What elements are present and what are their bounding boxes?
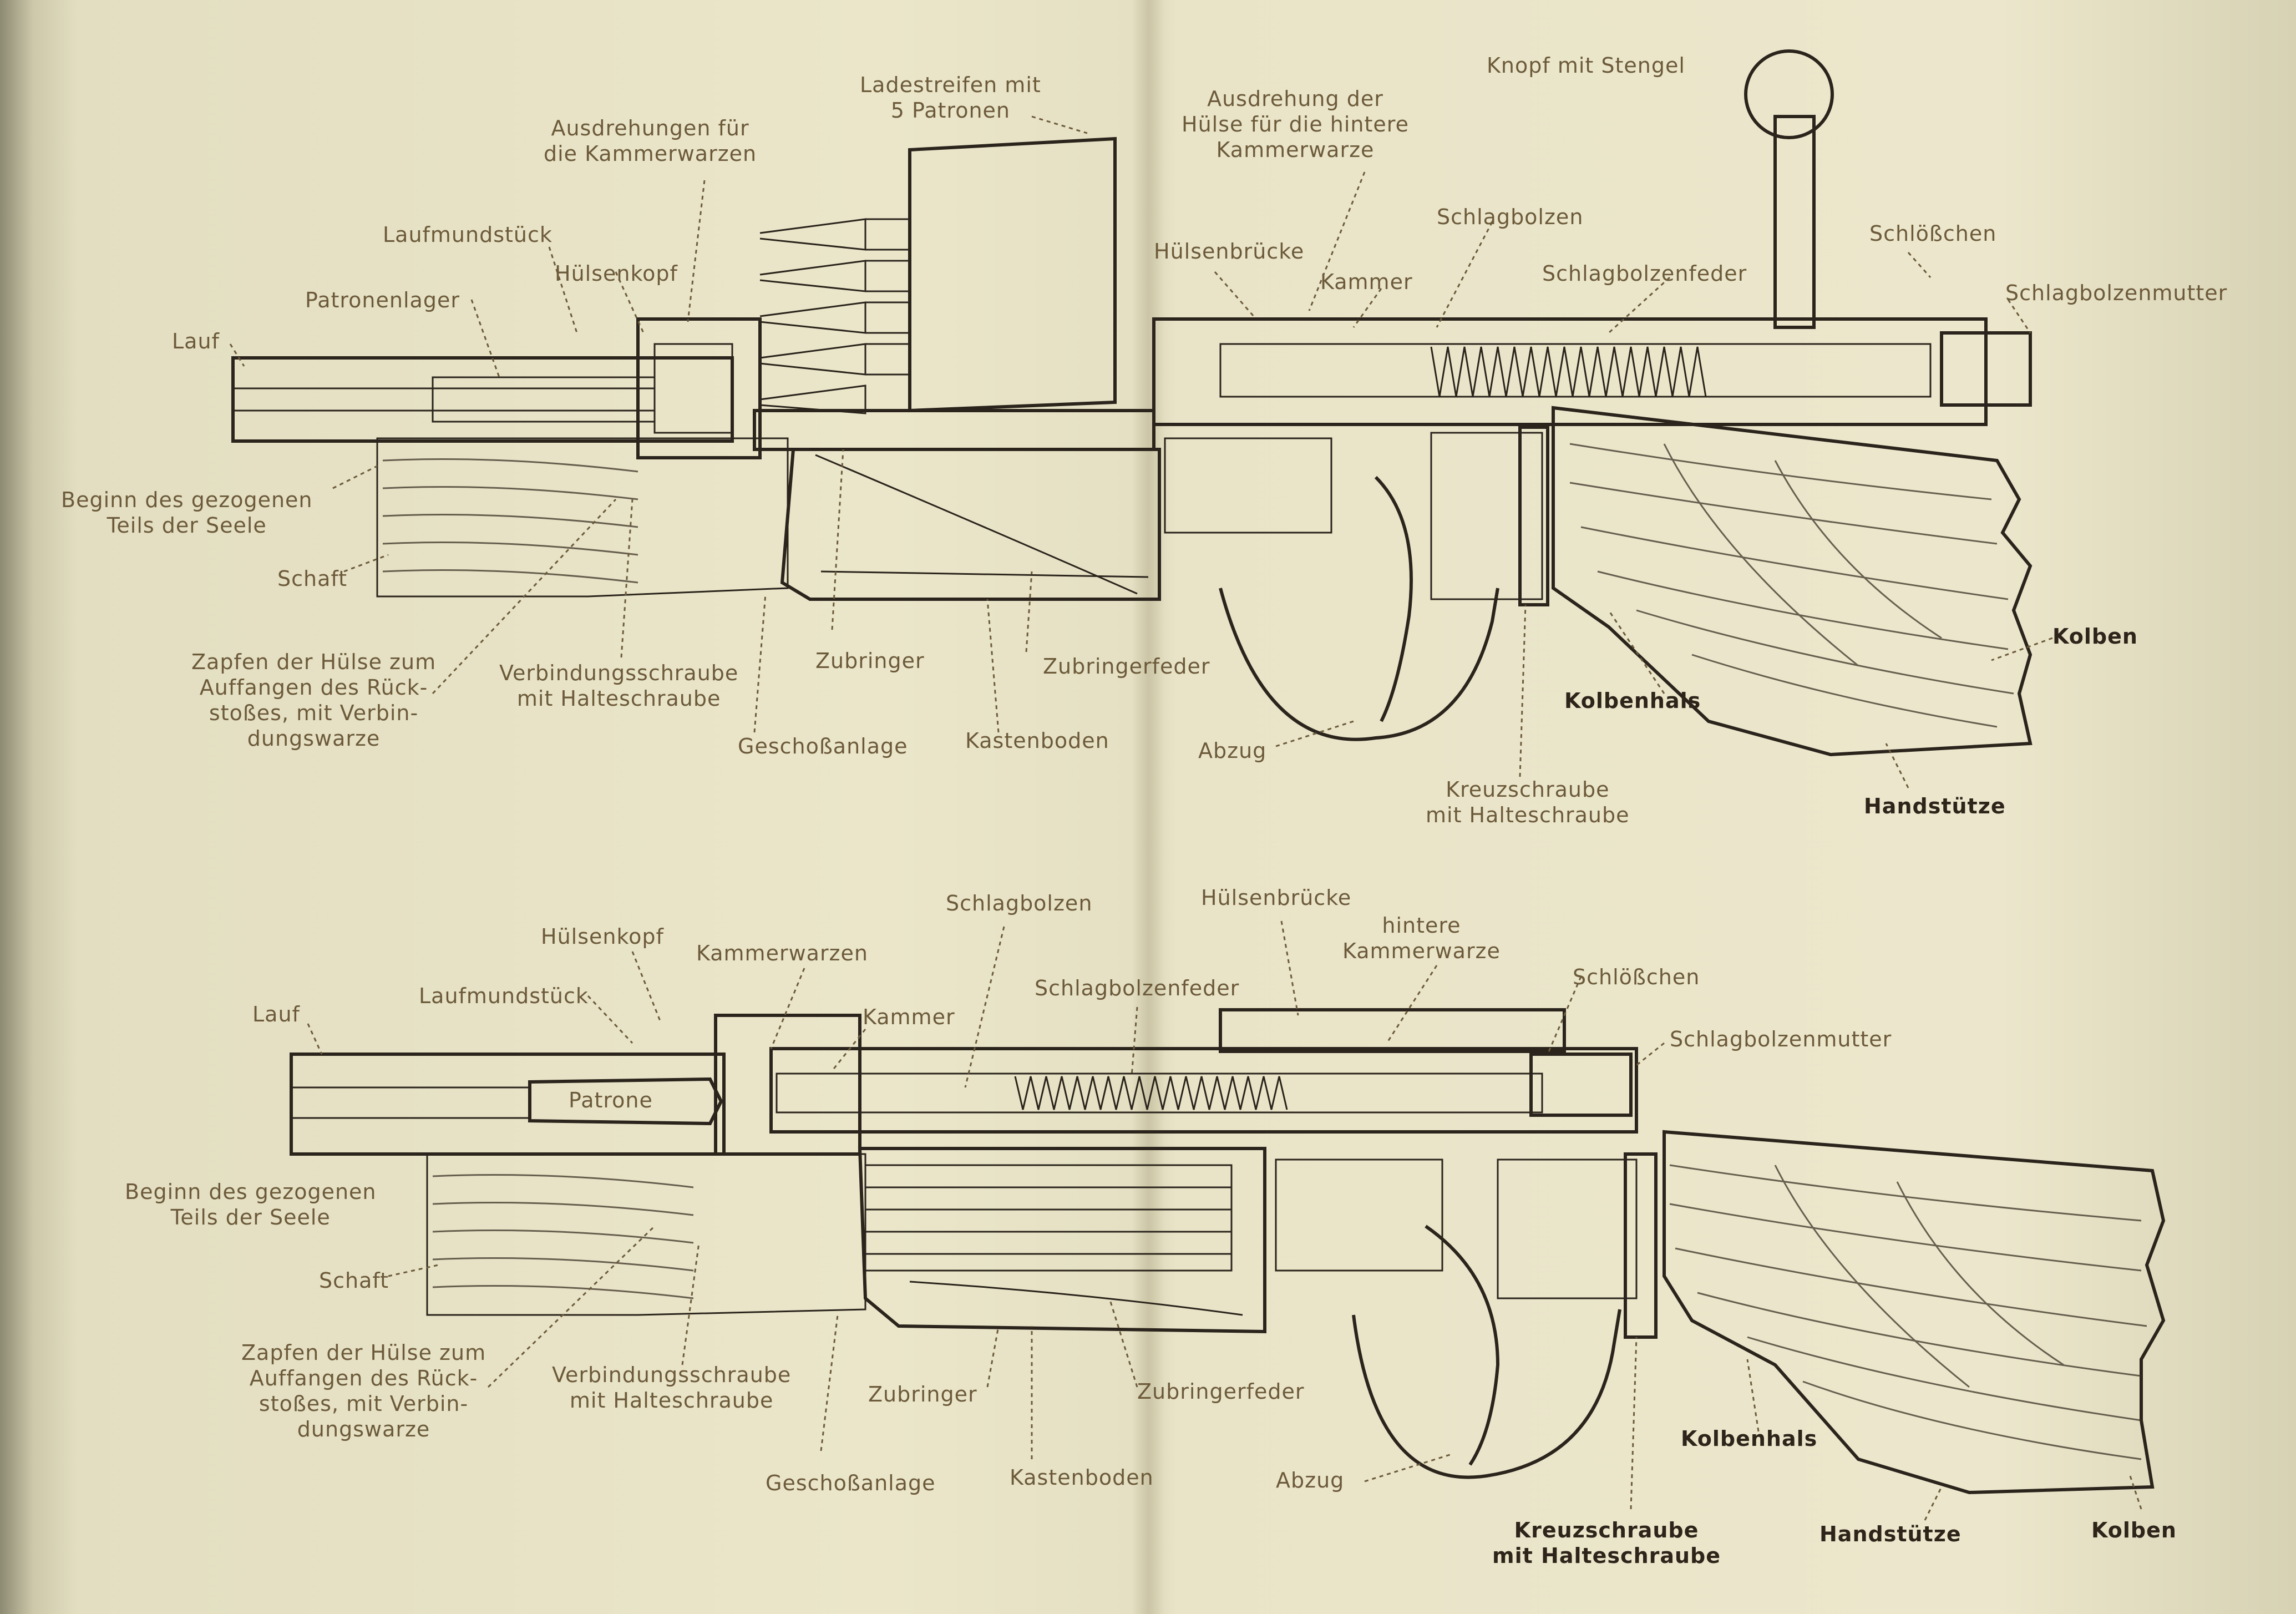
bottom-cocking-piece <box>1529 1053 1633 1117</box>
bottom-label-zubringer: Zubringer <box>868 1382 977 1406</box>
bottom-label-huelsenkopf: Hülsenkopf <box>541 924 664 949</box>
top-label-ausdrehung-huelse: Ausdrehung der Hülse für die hintere Kam… <box>1182 87 1409 162</box>
top-label-schloesschen: Schlößchen <box>1869 221 1997 246</box>
top-receiver-ring <box>636 317 762 459</box>
bottom-trigger-guard <box>1352 1309 1621 1479</box>
top-label-zubringerfeder: Zubringerfeder <box>1043 654 1210 679</box>
top-label-schlagbolzenfeder: Schlagbolzenfeder <box>1542 261 1747 286</box>
bottom-label-kolben: Kolben <box>2091 1518 2177 1542</box>
top-label-schlagbolzenmutter: Schlagbolzenmutter <box>2005 281 2228 305</box>
top-label-beginn: Beginn des gezogenen Teils der Seele <box>61 488 313 538</box>
top-butt-grain <box>1569 443 2014 728</box>
bottom-butt-stock <box>1663 1130 2166 1495</box>
top-trigger <box>1374 475 1413 722</box>
bottom-label-patrone: Patrone <box>569 1088 653 1112</box>
leader-lines <box>229 115 2142 1521</box>
top-bolt <box>1219 343 1932 398</box>
bottom-label-geschossanlage: Geschoßanlage <box>766 1471 936 1495</box>
bottom-label-huelsenbruecke: Hülsenbrücke <box>1201 886 1352 910</box>
bottom-trigger <box>1425 1225 1500 1466</box>
bottom-barrel <box>290 1053 726 1156</box>
top-butt-stock <box>1552 406 2033 757</box>
bottom-magazine-cartridges <box>864 1164 1233 1272</box>
top-bolt-knob <box>1744 49 1834 139</box>
bottom-label-laufmundstueck: Laufmundstück <box>419 984 589 1008</box>
top-bolt-body <box>1152 317 1988 426</box>
top-stock-fore-grain <box>382 458 638 584</box>
bottom-butt-grain <box>1669 1164 2147 1460</box>
bottom-label-beginn: Beginn des gezogenen Teils der Seele <box>125 1180 377 1230</box>
top-label-verbindungsschraube: Verbindungsschraube mit Halteschraube <box>499 661 739 711</box>
top-label-patronenlager: Patronenlager <box>305 288 460 312</box>
top-label-kammer: Kammer <box>1320 270 1413 294</box>
bottom-label-verbindungsschraube: Verbindungsschraube mit Halteschraube <box>552 1363 792 1413</box>
bottom-stock-fore-grain <box>432 1174 694 1299</box>
bottom-label-kolbenhals: Kolbenhals <box>1681 1426 1818 1451</box>
bottom-label-kammerwarzen: Kammerwarzen <box>696 941 868 965</box>
top-label-abzug: Abzug <box>1198 738 1267 763</box>
bottom-label-schlagbolzenmutter: Schlagbolzenmutter <box>1670 1027 1892 1051</box>
top-label-knopf: Knopf mit Stengel <box>1487 53 1685 78</box>
bottom-bolt <box>776 1072 1543 1114</box>
bottom-bridge <box>1219 1008 1566 1053</box>
bottom-label-zapfen: Zapfen der Hülse zum Auffangen des Rück-… <box>241 1340 486 1441</box>
bottom-label-hintere-kammerwarze: hintere Kammerwarze <box>1342 913 1501 963</box>
bottom-label-zubringerfeder: Zubringerfeder <box>1137 1379 1305 1404</box>
top-cross-screw <box>1518 426 1549 606</box>
top-label-zubringer: Zubringer <box>815 649 925 673</box>
top-barrel <box>231 356 734 443</box>
bottom-firing-pin-spring <box>1014 1076 1288 1110</box>
top-bore <box>232 387 656 412</box>
top-firing-pin-spring <box>1430 346 1707 397</box>
bottom-label-kreuzschraube: Kreuzschraube mit Halteschraube <box>1492 1518 1721 1568</box>
top-trigger-guard <box>1219 588 1499 741</box>
top-label-lauf: Lauf <box>172 329 220 353</box>
top-cocking-piece <box>1940 331 2032 407</box>
top-label-huelsenkopf: Hülsenkopf <box>555 261 678 286</box>
bottom-label-schlagbolzen: Schlagbolzen <box>946 891 1093 915</box>
top-label-schaft: Schaft <box>277 566 347 591</box>
top-rifle-diagram <box>231 49 2033 757</box>
bottom-label-schaft: Schaft <box>319 1268 389 1293</box>
bottom-cross-screw <box>1624 1152 1658 1339</box>
top-label-kolben: Kolben <box>2052 624 2138 649</box>
bottom-label-schlagbolzenfeder: Schlagbolzenfeder <box>1035 976 1240 1000</box>
top-label-zapfen: Zapfen der Hülse zum Auffangen des Rück-… <box>191 650 437 751</box>
top-cartridge-clip <box>759 136 1117 414</box>
top-magazine <box>780 448 1161 601</box>
top-label-schlagbolzen: Schlagbolzen <box>1437 205 1584 229</box>
bottom-label-lauf: Lauf <box>252 1002 300 1026</box>
top-label-ausdrehungen: Ausdrehungen für die Kammerwarzen <box>544 116 757 166</box>
top-label-kreuzschraube: Kreuzschraube mit Halteschraube <box>1426 777 1630 827</box>
bottom-label-schloesschen: Schlößchen <box>1573 965 1700 989</box>
bottom-label-kastenboden: Kastenboden <box>1010 1465 1154 1490</box>
book-spine <box>1132 0 1165 1614</box>
top-receiver <box>753 409 1155 451</box>
top-chamber <box>432 376 656 423</box>
bottom-label-handstuetze: Handstütze <box>1819 1522 1962 1546</box>
top-label-handstuetze: Handstütze <box>1864 794 2006 818</box>
bottom-label-kammer: Kammer <box>863 1005 955 1029</box>
bottom-label-abzug: Abzug <box>1276 1468 1345 1492</box>
bottom-rifle-diagram <box>290 1008 2166 1495</box>
bottom-magazine <box>858 1147 1266 1334</box>
top-label-laufmundstueck: Laufmundstück <box>383 222 553 247</box>
bottom-bolt-body <box>769 1047 1638 1134</box>
top-label-kastenboden: Kastenboden <box>965 728 1109 753</box>
top-label-kolbenhals: Kolbenhals <box>1564 689 1701 713</box>
top-bolt-handle <box>1773 115 1816 329</box>
top-stock-fore <box>376 437 789 598</box>
bottom-receiver-ring <box>714 1014 861 1156</box>
top-label-geschossanlage: Geschoßanlage <box>738 734 908 758</box>
top-label-huelsenbruecke: Hülsenbrücke <box>1154 239 1305 264</box>
top-label-ladestreifen: Ladestreifen mit 5 Patronen <box>860 73 1041 123</box>
